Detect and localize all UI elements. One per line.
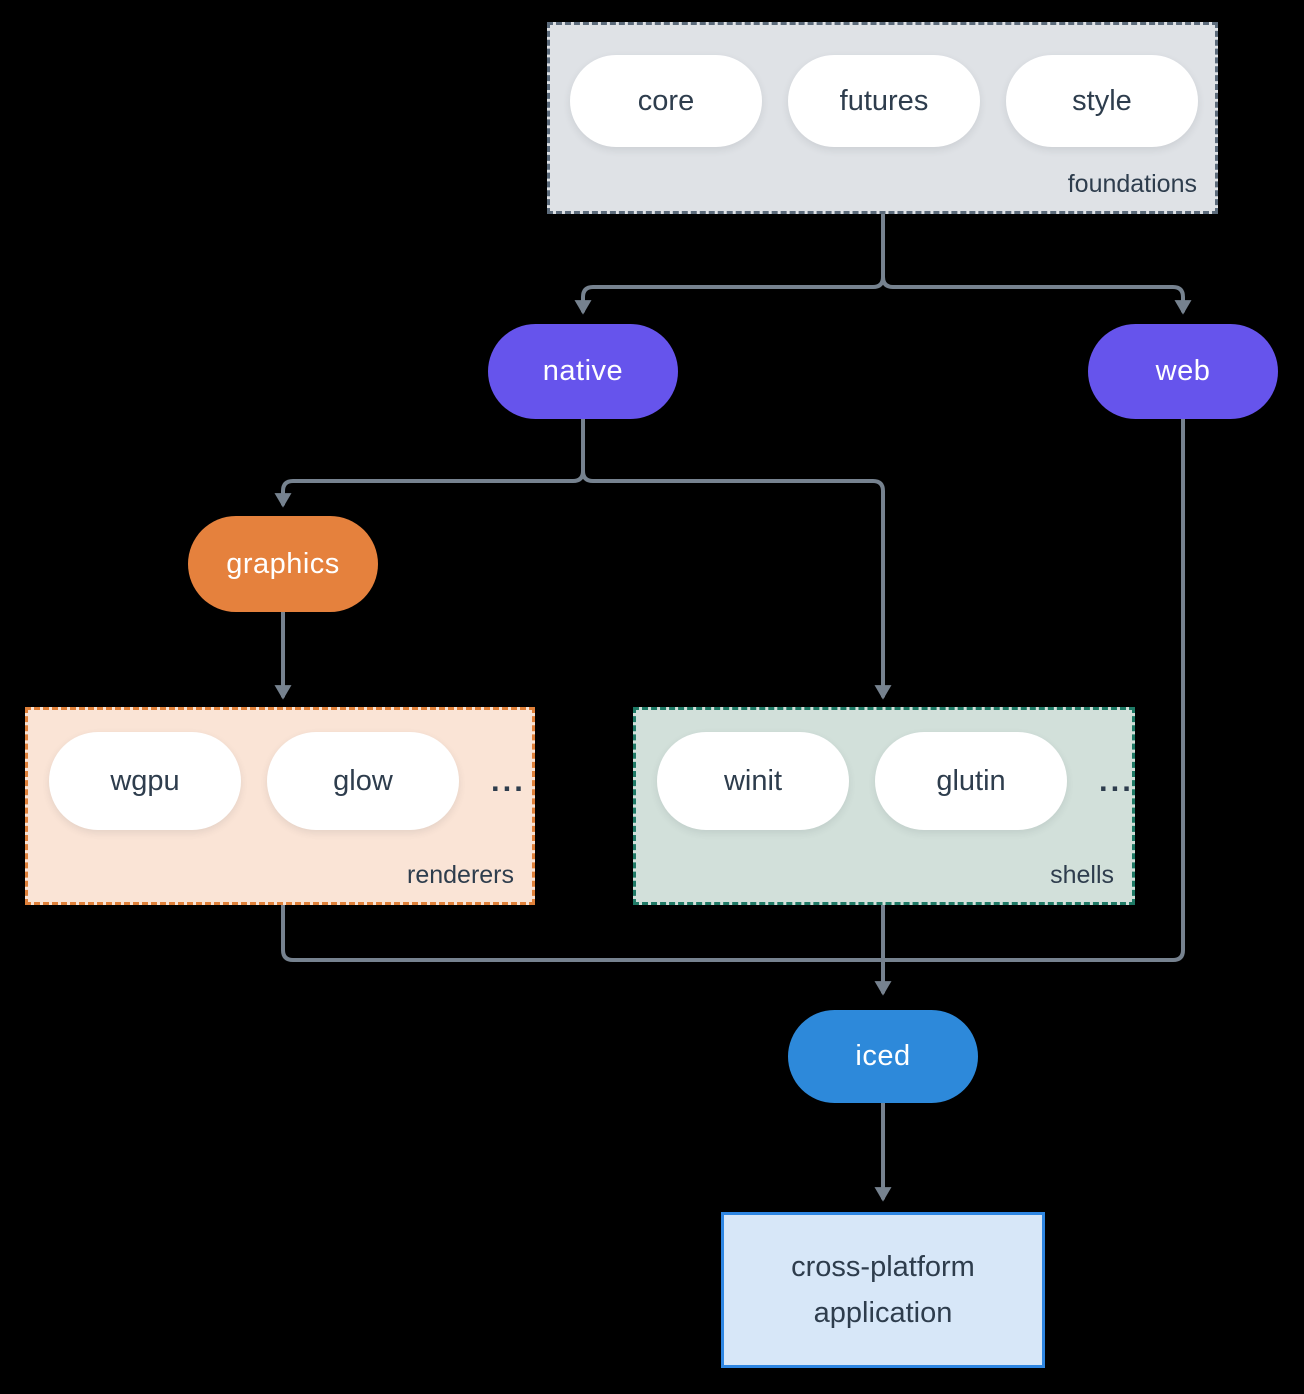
pill-wgpu: wgpu	[49, 732, 241, 830]
foundations-label: foundations	[1067, 170, 1197, 198]
node-graphics: graphics	[188, 516, 378, 612]
pill-style: style	[1006, 55, 1198, 147]
node-cross-platform-application: cross-platform application	[721, 1212, 1045, 1368]
foundations-pill-row: core futures style	[570, 55, 1198, 147]
group-renderers: wgpu glow ... renderers	[25, 707, 535, 905]
renderers-label: renderers	[407, 861, 514, 889]
group-foundations: core futures style foundations	[547, 22, 1218, 214]
edge-renderers-to-junction	[281, 903, 885, 962]
shells-ellipsis: ...	[1099, 763, 1134, 798]
pill-futures: futures	[788, 55, 980, 147]
shells-pill-row: winit glutin ...	[657, 732, 1134, 830]
edge-native-to-shells	[581, 417, 892, 700]
pill-glutin: glutin	[875, 732, 1067, 830]
shells-label: shells	[1050, 861, 1114, 889]
pill-glow: glow	[267, 732, 459, 830]
pill-core: core	[570, 55, 762, 147]
renderers-pill-row: wgpu glow ...	[49, 732, 526, 830]
renderers-ellipsis: ...	[491, 763, 526, 798]
edge-foundations-to-native	[574, 213, 885, 315]
edge-native-to-graphics	[274, 417, 585, 508]
node-iced: iced	[788, 1010, 978, 1103]
node-native: native	[488, 324, 678, 419]
edge-foundations-to-web	[881, 213, 1192, 315]
pill-winit: winit	[657, 732, 849, 830]
group-shells: winit glutin ... shells	[633, 707, 1135, 905]
node-web: web	[1088, 324, 1278, 419]
